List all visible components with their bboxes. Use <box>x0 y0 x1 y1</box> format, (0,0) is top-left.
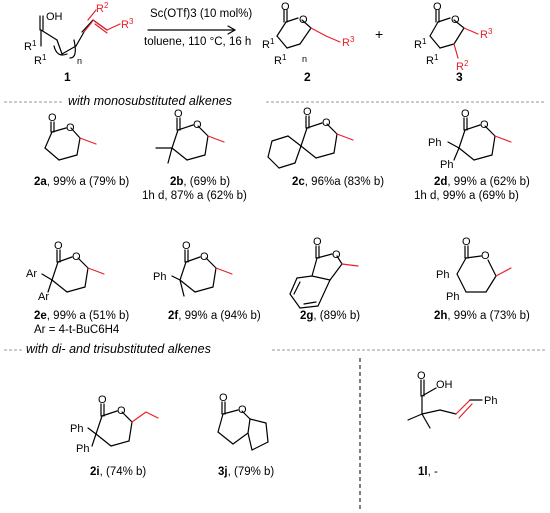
atom-ph-1l: Ph <box>484 395 497 407</box>
atom-r1-3b: R1 <box>426 53 439 67</box>
structure-2b <box>155 117 225 164</box>
atom-o-2e-1: O <box>54 240 63 252</box>
atom-o-2f-2: O <box>200 251 209 263</box>
atom-r3-3: R3 <box>480 27 493 41</box>
atom-o-2i-2: O <box>117 405 126 417</box>
structure-3j <box>217 401 269 451</box>
caption-2c: 2c, 96%a (83% b) <box>292 176 385 188</box>
structure-2g <box>289 245 359 309</box>
atom-r3-2: R3 <box>342 35 355 49</box>
atom-r2-1: R2 <box>96 1 109 15</box>
atom-o-2b-1: O <box>174 108 183 120</box>
caption-1l: 1l, - <box>418 466 438 478</box>
structure-2h <box>456 245 512 293</box>
caption-2g: 2g, (89% b) <box>300 310 361 322</box>
atom-ph-2i-1: Ph <box>70 423 83 435</box>
structure-2c <box>267 115 354 169</box>
structure-2d <box>447 117 512 161</box>
caption-2d: 2d, 99% a (62% b) <box>434 176 530 188</box>
atom-o-2e-2: O <box>72 251 81 263</box>
atom-ph-2i-2: Ph <box>76 443 89 455</box>
caption-3j: 3j, (79% b) <box>218 466 275 478</box>
caption-2e: 2e, 99% a (51% b) <box>34 310 130 322</box>
atom-o-2b-2: O <box>193 119 202 131</box>
structure-1l <box>407 379 483 429</box>
conditions-solvent: toluene, 110 °C, 16 h <box>144 36 252 48</box>
atom-oh-1l: OH <box>436 379 453 391</box>
atom-o-3j-2: O <box>238 404 247 416</box>
structure-2e <box>41 249 105 293</box>
caption-2e-extra: Ar = 4-t-BuC6H4 <box>34 324 120 336</box>
caption-2h: 2h, 99% a (73% b) <box>434 310 530 322</box>
section-title-di: with di- and trisubstituted alkenes <box>26 342 211 356</box>
atom-o-2d-1: O <box>461 108 470 120</box>
conditions-catalyst: Sc(OTf)3 (10 mol%) <box>150 8 253 20</box>
atom-o-2h-1: O <box>462 236 471 248</box>
atom-o-2c-2: O <box>322 117 331 129</box>
structure-3 <box>429 9 479 59</box>
plus-sign: + <box>375 26 384 42</box>
atom-o-2h-2: O <box>481 250 490 262</box>
atom-o-3a: O <box>433 1 442 13</box>
atom-ar-2e-1: Ar <box>26 268 37 280</box>
atom-o-2a-1: O <box>48 112 57 124</box>
atom-o-2g-2: O <box>332 249 341 261</box>
atom-o-1l: O <box>417 370 426 382</box>
caption-2f: 2f, 99% a (94% b) <box>168 310 261 322</box>
atom-r1-2b: R1 <box>274 53 287 67</box>
atom-o-3j-1: O <box>219 392 228 404</box>
label-2: 2 <box>304 70 311 84</box>
atom-o-2a: O <box>281 1 290 13</box>
atom-n-2: n <box>302 54 307 64</box>
caption-2a: 2a, 99% a (79% b) <box>34 176 130 188</box>
atom-r1-3a: R1 <box>414 37 427 51</box>
atom-oh-1: OH <box>46 11 63 23</box>
structure-2 <box>276 9 341 49</box>
atom-o-2f-1: O <box>182 240 191 252</box>
structure-2a <box>44 121 97 161</box>
structure-2i <box>87 403 159 447</box>
caption-2b: 2b, (69% b) <box>170 176 231 188</box>
atom-r3-1: R3 <box>121 17 134 31</box>
atom-r1-2a: R1 <box>262 37 275 51</box>
atom-o-2c-1: O <box>303 106 312 118</box>
atom-ph-2d-1: Ph <box>428 137 441 149</box>
atom-ar-2e-2: Ar <box>38 291 49 303</box>
caption-2b-extra: 1h d, 87% a (62% b) <box>142 190 247 202</box>
label-1: 1 <box>64 70 71 84</box>
atom-ph-2h-2: Ph <box>446 291 459 303</box>
atom-n-1: n <box>77 56 82 66</box>
structure-1 <box>39 9 121 59</box>
atom-o-2i-1: O <box>98 394 107 406</box>
structure-2f <box>171 249 233 297</box>
atom-o-2a-2: O <box>66 122 75 134</box>
label-3: 3 <box>456 70 463 84</box>
section-title-mono: with monosubstituted alkenes <box>68 94 232 108</box>
atom-o-2d-2: O <box>480 119 489 131</box>
atom-o-3b: O <box>451 14 460 26</box>
atom-ph-2f: Ph <box>153 271 166 283</box>
atom-o-2g-1: O <box>313 236 322 248</box>
atom-r1b: R1 <box>34 53 47 67</box>
atom-ph-2h-1: Ph <box>436 269 449 281</box>
atom-r2-3: R2 <box>456 59 469 73</box>
caption-2i: 2i, (74% b) <box>90 466 147 478</box>
atom-r1a: R1 <box>24 39 37 53</box>
atom-o-2b: O <box>299 14 308 26</box>
caption-2d-extra: 1h d, 99% a (69% b) <box>414 190 519 202</box>
atom-ph-2d-2: Ph <box>440 159 453 171</box>
